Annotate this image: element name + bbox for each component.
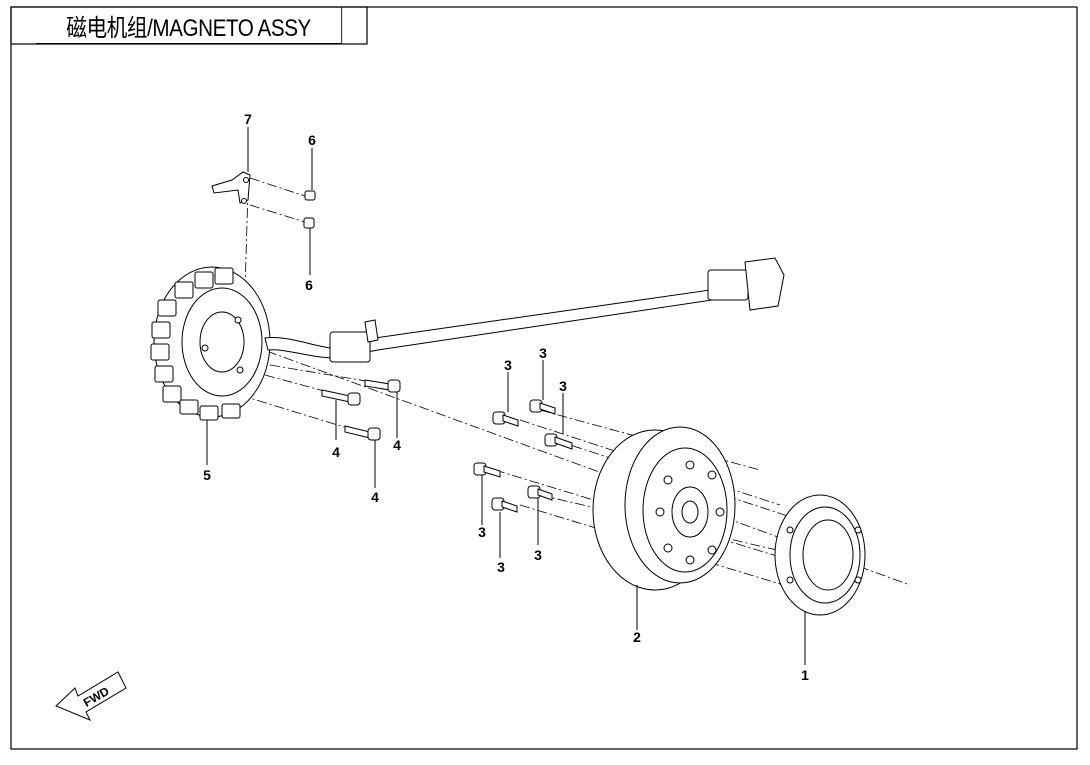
callout-3: 3 [539,345,547,361]
wire-harness-part [264,257,785,363]
callout-labels: 1 2 3 3 3 3 3 3 4 4 4 5 6 6 7 [203,111,809,683]
callout-7: 7 [244,111,252,127]
callout-3: 3 [534,547,542,563]
callout-4: 4 [371,489,379,505]
bracket-part [211,171,251,204]
bolt-3-parts [473,399,573,513]
callout-1: 1 [801,667,809,683]
starter-clutch-part [774,494,866,616]
drawing-border [10,6,1078,750]
title-box-border [10,6,368,45]
forward-arrow-icon: FWD [55,671,127,721]
flywheel-part [592,426,736,591]
callout-2: 2 [633,629,641,645]
page-title: 磁电机组/MAGNETO ASSY [35,7,343,44]
callout-3: 3 [559,378,567,394]
callout-6: 6 [305,277,313,293]
callout-3: 3 [478,524,486,540]
stator-part [150,266,271,421]
leader-lines [206,127,806,665]
bolt-4-parts [321,379,401,441]
callout-4: 4 [332,444,340,460]
callout-3: 3 [504,357,512,373]
screw-6-parts [303,190,316,229]
callout-4: 4 [393,437,401,453]
callout-5: 5 [203,467,211,483]
callout-3: 3 [497,559,505,575]
callout-6: 6 [308,132,316,148]
